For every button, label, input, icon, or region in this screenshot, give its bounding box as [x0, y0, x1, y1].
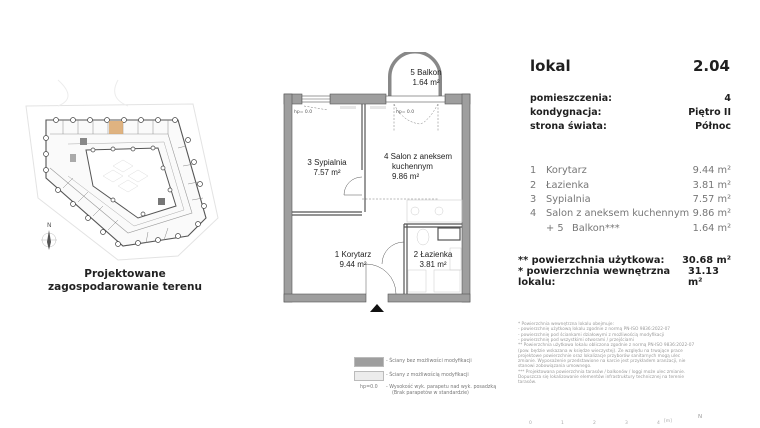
meta-row-orientation: strona świata:Północ: [530, 121, 731, 132]
legend-swatch-fixed: [354, 357, 384, 367]
legend-text: - Ściany bez możliwości modyfikacji: [386, 359, 472, 364]
meta-row-rooms: pomieszczenia:4: [530, 93, 731, 104]
meta-row-floor: kondygnacja:Piętro II: [530, 107, 731, 118]
hp-label: hp= 0.0: [396, 110, 415, 115]
site-plan-caption: Projektowane zagospodarowanie terenu: [40, 268, 210, 294]
unit-number: 2.04: [692, 57, 730, 75]
total-internal-area: * powierzchnia wewnętrzna lokalu:31.13 m…: [518, 266, 719, 288]
legend-swatch-modifiable: [354, 371, 384, 381]
unit-title: lokal: [530, 57, 571, 75]
hp-label: hp= 0.0: [294, 110, 313, 115]
total-usable-area: ** powierzchnia użytkowa:30.68 m²: [518, 255, 731, 266]
north-arrow-icon: N: [698, 414, 703, 420]
north-compass-icon: N: [41, 222, 57, 250]
legend-text: - Wysokość wyk. parapetu nad wyk. posadz…: [386, 385, 497, 390]
highlighted-unit: [109, 121, 123, 134]
caption-line: Projektowane: [84, 268, 166, 280]
caption-line: zagospodarowanie terenu: [48, 281, 202, 293]
legend-key: hp=0.0: [360, 385, 378, 390]
legend-text: (Brak parapetów w standardzie): [392, 391, 469, 396]
entrance-marker-icon: [370, 304, 384, 312]
svg-text:N: N: [47, 222, 52, 229]
site-plan-map: N: [18, 78, 223, 263]
legend-text: - Ściany z możliwością modyfikacji: [386, 373, 469, 378]
